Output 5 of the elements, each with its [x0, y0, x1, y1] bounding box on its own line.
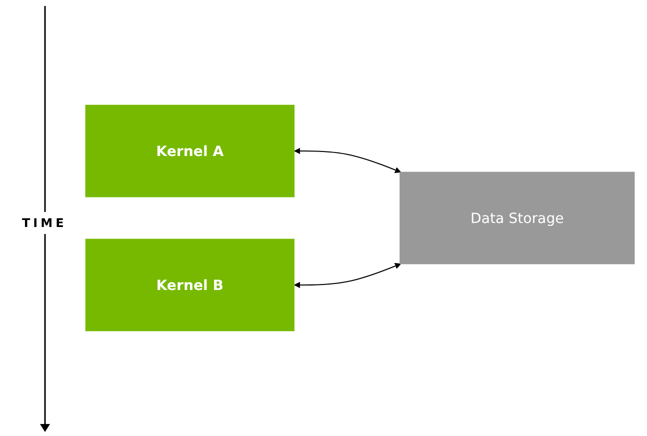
node-box: Data Storage — [400, 172, 635, 264]
arrow — [294, 148, 402, 173]
node-box: Kernel A — [85, 104, 295, 198]
node-box: Kernel B — [85, 238, 294, 332]
arrow — [294, 263, 402, 288]
